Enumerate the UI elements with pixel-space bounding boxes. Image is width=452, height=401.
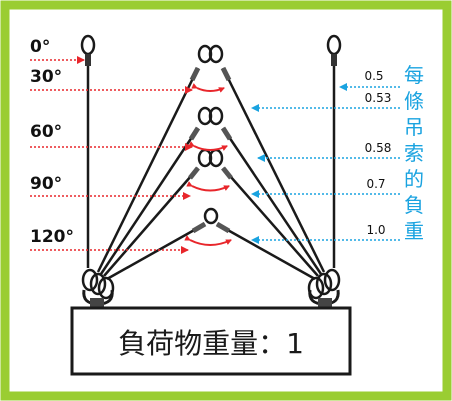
side-char-4: 索: [404, 141, 424, 165]
side-char-1: 每: [404, 63, 424, 87]
ratio-label-1-0: 1.0: [366, 223, 385, 237]
angle-arc-60: [188, 141, 228, 151]
angle-arc-120: [184, 235, 232, 246]
angle-label-60: 60°: [30, 122, 62, 142]
side-char-2: 條: [404, 89, 424, 113]
angle-label-120: 120°: [30, 227, 74, 247]
sling-60: [99, 106, 323, 275]
angle-label-90: 90°: [30, 174, 62, 194]
vertical-sling-right: [326, 34, 342, 268]
angle-arc-90: [186, 181, 230, 192]
sling-120: [106, 207, 316, 281]
angle-label-30: 30°: [30, 67, 62, 87]
load-box: [70, 306, 352, 376]
side-char-3: 吊: [404, 115, 424, 139]
vertical-sling-left: [80, 34, 96, 268]
side-char-7: 重: [404, 219, 424, 243]
sling-30: [96, 44, 326, 273]
side-char-6: 負: [404, 193, 424, 217]
angle-arc-30: [191, 83, 225, 93]
side-char-5: 的: [404, 167, 424, 191]
angle-label-0: 0°: [30, 37, 50, 57]
ratio-label-0-53: 0.53: [365, 91, 392, 105]
ratio-label-0-7: 0.7: [366, 177, 385, 191]
sling-90: [103, 148, 319, 277]
load-weight-label: 負荷物重量：1: [118, 327, 304, 360]
ratio-label-0-5: 0.5: [364, 69, 383, 83]
ratio-label-0-58: 0.58: [365, 141, 392, 155]
